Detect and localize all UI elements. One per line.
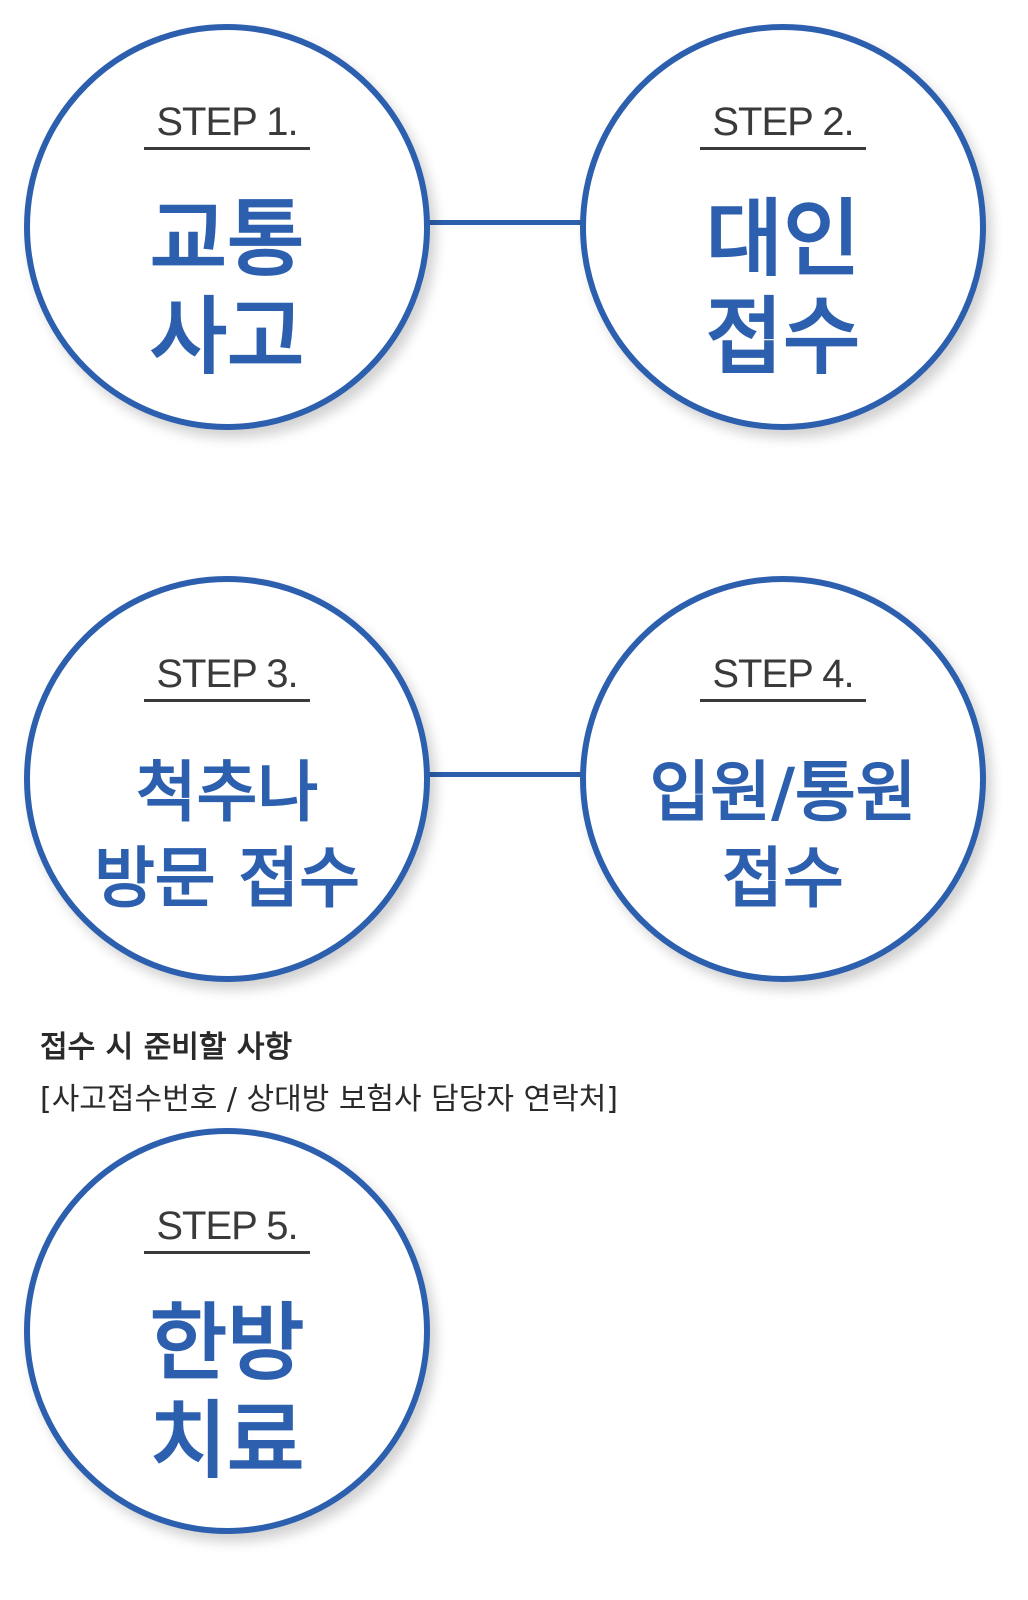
- step-4-circle: STEP 4. 입원/통원 접수: [580, 576, 986, 982]
- notes-detail: [사고접수번호 / 상대방 보험사 담당자 연락처]: [40, 1082, 618, 1117]
- step-5-title: 한방 치료: [30, 1294, 424, 1490]
- preparation-notes: 접수 시 준비할 사항 [사고접수번호 / 상대방 보험사 담당자 연락처]: [40, 1028, 618, 1120]
- step-3-circle: STEP 3. 척추나 방문 접수: [24, 576, 430, 982]
- step-1-title: 교통 사고: [30, 190, 424, 386]
- step-4-title-line-2: 접수: [722, 840, 844, 917]
- step-2-title-line-1: 대인: [705, 190, 861, 288]
- step-4-label: STEP 4.: [586, 652, 980, 702]
- connector-step1-step2: [426, 220, 586, 225]
- step-1-title-line-1: 교통: [149, 190, 305, 288]
- step-2-label: STEP 2.: [586, 100, 980, 150]
- step-3-label: STEP 3.: [30, 652, 424, 702]
- step-4-title-line-1: 입원/통원: [649, 754, 917, 831]
- step-1-label: STEP 1.: [30, 100, 424, 150]
- step-2-circle: STEP 2. 대인 접수: [580, 24, 986, 430]
- step-5-label: STEP 5.: [30, 1204, 424, 1254]
- step-5-circle: STEP 5. 한방 치료: [24, 1128, 430, 1534]
- step-2-title-line-2: 접수: [705, 288, 861, 386]
- step-5-title-line-2: 치료: [149, 1392, 305, 1490]
- step-2-title: 대인 접수: [586, 190, 980, 386]
- notes-heading: 접수 시 준비할 사항: [40, 1030, 293, 1065]
- connector-step3-step4: [426, 772, 586, 777]
- step-1-circle: STEP 1. 교통 사고: [24, 24, 430, 430]
- step-3-title-line-2: 방문 접수: [94, 840, 360, 917]
- step-4-title: 입원/통원 접수: [586, 750, 980, 922]
- step-3-title-line-1: 척추나: [135, 754, 319, 831]
- step-3-title: 척추나 방문 접수: [30, 750, 424, 922]
- step-1-title-line-2: 사고: [149, 288, 305, 386]
- step-5-title-line-1: 한방: [149, 1294, 305, 1392]
